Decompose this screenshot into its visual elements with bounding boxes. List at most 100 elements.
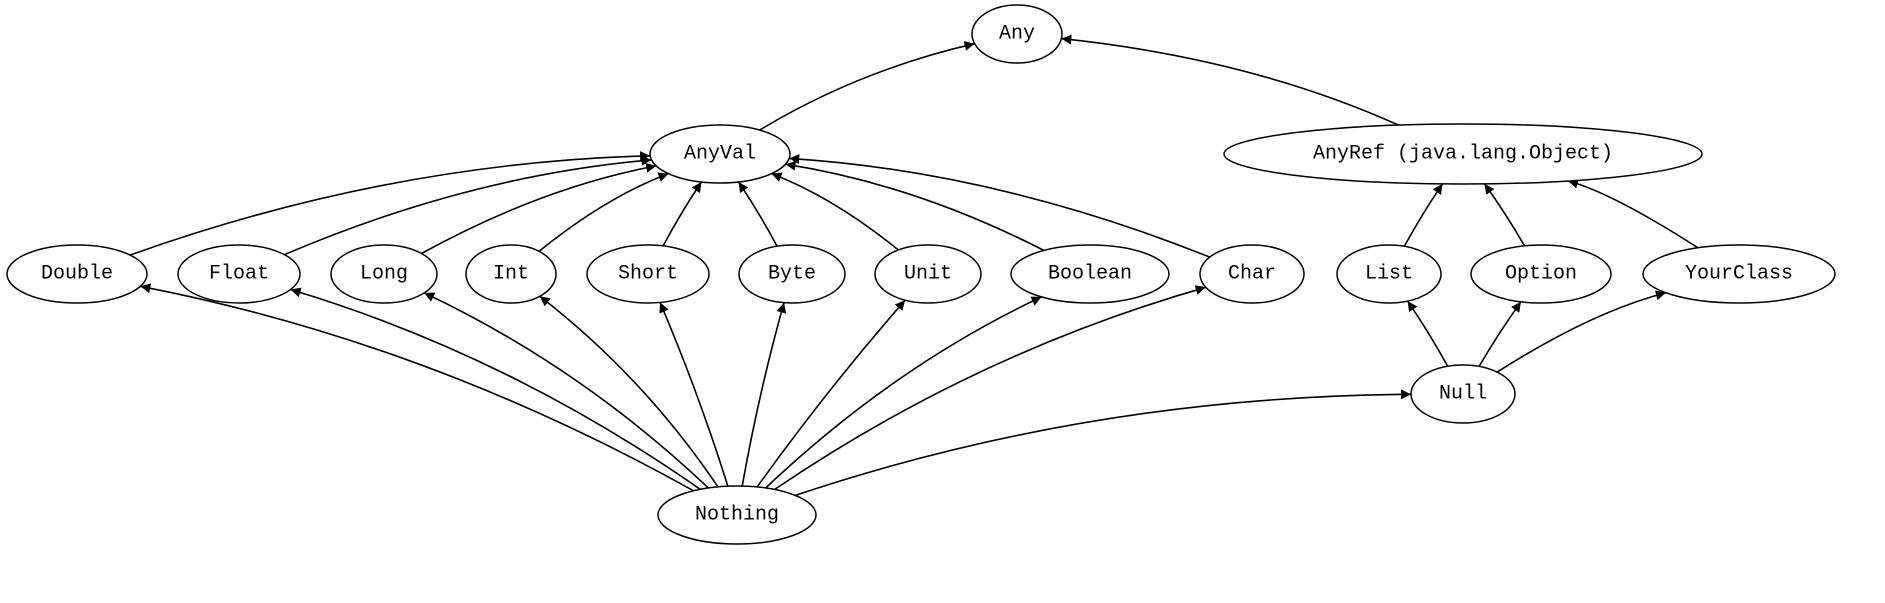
node-ellipse bbox=[738, 244, 846, 304]
edge-arrow bbox=[659, 302, 729, 487]
edge-arrow bbox=[785, 160, 1045, 252]
edge-list-to-anyref bbox=[1403, 183, 1444, 247]
edge-arrow bbox=[539, 295, 719, 488]
edge-arrow bbox=[140, 283, 694, 492]
edge-arrow bbox=[662, 181, 703, 247]
node-ellipse bbox=[177, 244, 301, 304]
node-unit: Unit bbox=[874, 244, 982, 304]
node-float: Float bbox=[177, 244, 301, 304]
node-list: List bbox=[1336, 244, 1442, 304]
edge-arrow bbox=[789, 154, 1210, 258]
node-ellipse bbox=[1336, 244, 1442, 304]
edge-arrow bbox=[741, 302, 787, 487]
node-anyval: AnyVal bbox=[649, 124, 791, 184]
node-ellipse bbox=[1470, 244, 1612, 304]
node-label: Option bbox=[1505, 263, 1577, 286]
node-label: Short bbox=[618, 263, 678, 286]
node-label: Nothing bbox=[695, 504, 779, 527]
edge-arrow bbox=[1403, 183, 1444, 247]
node-int: Int bbox=[465, 244, 557, 304]
node-option: Option bbox=[1470, 244, 1612, 304]
node-label: Long bbox=[360, 263, 408, 286]
edge-option-to-anyref bbox=[1483, 183, 1526, 247]
edge-arrow bbox=[765, 296, 1042, 489]
edge-nothing-to-int bbox=[539, 295, 719, 488]
node-label: List bbox=[1365, 263, 1413, 286]
edge-anyref-to-any bbox=[1061, 34, 1399, 126]
edge-unit-to-anyval bbox=[771, 172, 899, 251]
edge-arrow bbox=[1567, 178, 1699, 249]
node-ellipse bbox=[1223, 123, 1703, 185]
edge-boolean-to-anyval bbox=[785, 160, 1045, 252]
edge-nothing-to-boolean bbox=[765, 296, 1042, 489]
edge-arrow bbox=[290, 287, 701, 490]
edge-short-to-anyval bbox=[662, 181, 703, 247]
node-label: Boolean bbox=[1048, 263, 1132, 286]
node-label: Double bbox=[41, 263, 113, 286]
edge-nothing-to-short bbox=[659, 302, 729, 487]
edge-arrow bbox=[795, 389, 1412, 497]
node-anyref: AnyRef (java.lang.Object) bbox=[1223, 123, 1703, 185]
edge-null-to-list bbox=[1406, 300, 1449, 367]
edge-null-to-yourclass bbox=[1496, 290, 1667, 373]
edge-anyval-to-any bbox=[759, 41, 975, 131]
node-label: Byte bbox=[768, 263, 816, 286]
edge-arrow bbox=[774, 285, 1206, 491]
edge-long-to-anyval bbox=[421, 162, 657, 255]
edge-nothing-to-unit bbox=[756, 299, 906, 488]
edge-null-to-option bbox=[1478, 301, 1522, 367]
edge-nothing-to-byte bbox=[741, 302, 787, 487]
node-ellipse bbox=[1010, 244, 1170, 304]
node-ellipse bbox=[1642, 244, 1836, 304]
node-ellipse bbox=[1410, 364, 1516, 424]
edge-arrow bbox=[1483, 183, 1526, 247]
edge-arrow bbox=[1406, 300, 1449, 367]
node-byte: Byte bbox=[738, 244, 846, 304]
edge-arrow bbox=[1496, 290, 1667, 373]
node-double: Double bbox=[6, 244, 148, 304]
edge-arrow bbox=[421, 162, 657, 255]
node-ellipse bbox=[874, 244, 982, 304]
edge-arrow bbox=[284, 155, 652, 256]
node-label: YourClass bbox=[1685, 263, 1793, 286]
edge-arrow bbox=[1061, 34, 1399, 126]
node-short: Short bbox=[586, 244, 710, 304]
edge-arrow bbox=[1478, 301, 1522, 367]
edge-arrow bbox=[759, 41, 975, 131]
edge-arrow bbox=[756, 299, 906, 488]
edge-arrow bbox=[423, 292, 709, 489]
node-ellipse bbox=[6, 244, 148, 304]
edge-nothing-to-long bbox=[423, 292, 709, 489]
edge-arrow bbox=[737, 181, 778, 247]
edge-byte-to-anyval bbox=[737, 181, 778, 247]
node-ellipse bbox=[1199, 244, 1305, 304]
node-label: Null bbox=[1439, 383, 1487, 406]
edge-char-to-anyval bbox=[789, 154, 1210, 258]
node-ellipse bbox=[649, 124, 791, 184]
node-ellipse bbox=[586, 244, 710, 304]
node-label: AnyVal bbox=[684, 143, 756, 166]
node-char: Char bbox=[1199, 244, 1305, 304]
edge-nothing-to-null bbox=[795, 389, 1412, 497]
node-label: Unit bbox=[904, 263, 952, 286]
node-ellipse bbox=[971, 4, 1063, 64]
edge-arrow bbox=[129, 151, 651, 256]
node-label: Int bbox=[493, 263, 529, 286]
edge-int-to-anyval bbox=[538, 172, 669, 252]
edge-yourclass-to-anyref bbox=[1567, 178, 1699, 249]
node-ellipse bbox=[657, 485, 817, 545]
node-yourclass: YourClass bbox=[1642, 244, 1836, 304]
node-long: Long bbox=[330, 244, 438, 304]
edge-arrow bbox=[771, 172, 899, 251]
edge-nothing-to-float bbox=[290, 287, 701, 490]
node-label: AnyRef (java.lang.Object) bbox=[1313, 143, 1613, 166]
edge-nothing-to-double bbox=[140, 283, 694, 492]
node-any: Any bbox=[971, 4, 1063, 64]
edges-layer bbox=[129, 34, 1699, 497]
node-label: Float bbox=[209, 263, 269, 286]
edge-nothing-to-char bbox=[774, 285, 1206, 491]
node-boolean: Boolean bbox=[1010, 244, 1170, 304]
edge-arrow bbox=[538, 172, 669, 252]
